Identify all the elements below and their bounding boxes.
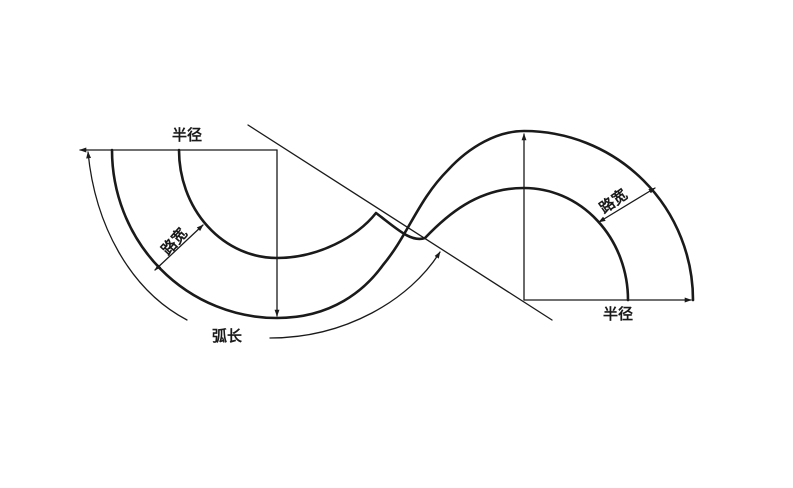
radius-label-right: 半径 <box>603 305 633 323</box>
radius-label-left: 半径 <box>172 126 202 144</box>
road-inner-edge <box>177 148 630 302</box>
arc-length-label: 弧长 <box>212 327 243 345</box>
arc-length-arrow-lower <box>269 251 441 339</box>
tangent-line <box>247 124 553 321</box>
road-outer-edge <box>110 129 695 320</box>
left-road-width-arrow <box>154 224 204 271</box>
arc-length-arrow-upper <box>86 151 188 321</box>
road-width-label-left: 路宽 <box>158 224 191 258</box>
right-road-width-arrow <box>598 187 656 223</box>
